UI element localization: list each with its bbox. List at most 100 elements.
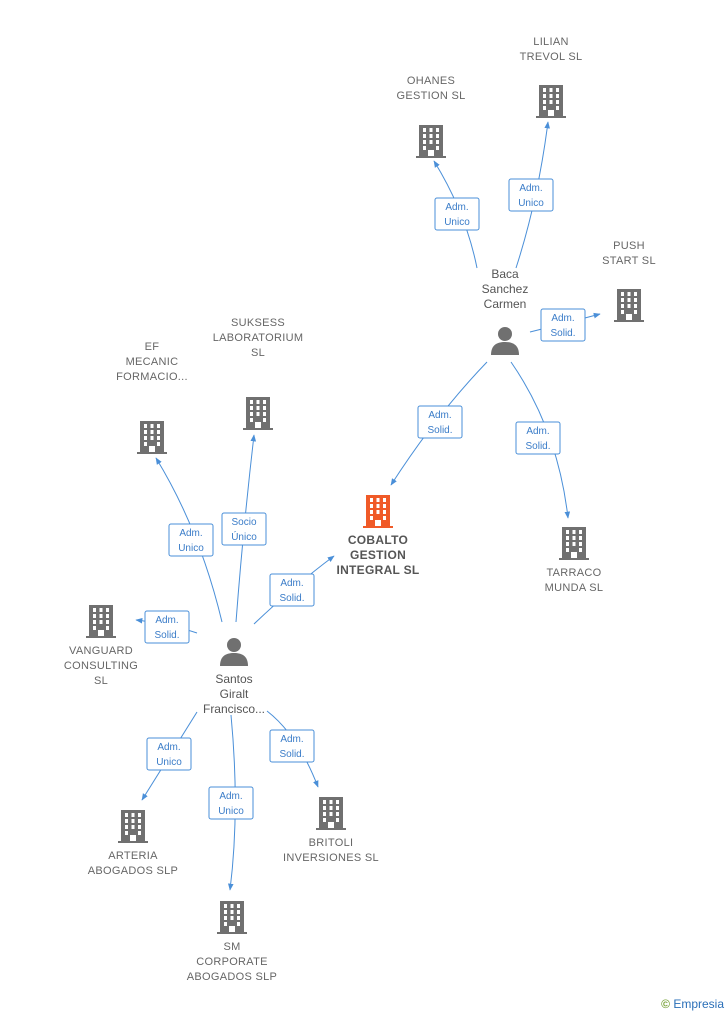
node-arteria[interactable]: ARTERIA ABOGADOS SLP	[88, 810, 178, 877]
edge-label-text: Socio	[231, 517, 256, 528]
node-label: TARRACO	[546, 567, 601, 579]
edge-label-text: Adm.	[157, 742, 180, 753]
node-sm[interactable]: SM CORPORATE ABOGADOS SLP	[187, 901, 277, 983]
edge-label-text: Unico	[518, 198, 544, 209]
edge-label-text: Adm.	[526, 426, 549, 437]
edge-santos-arteria: Adm. Unico	[141, 711, 198, 801]
building-icon	[416, 125, 446, 158]
node-label: GESTION SL	[396, 90, 465, 102]
copyright-icon: ©	[661, 997, 670, 1011]
edge-label-text: Solid.	[279, 749, 304, 760]
edge-label-text: Adm.	[445, 202, 468, 213]
edge-label-box[interactable]	[269, 573, 315, 607]
building-icon	[137, 421, 167, 454]
node-ohanes[interactable]: OHANES GESTION SL	[396, 75, 465, 158]
edge-label-box[interactable]	[417, 405, 463, 439]
node-label: ABOGADOS SLP	[187, 971, 277, 983]
building-icon	[614, 289, 644, 322]
node-label: Carmen	[484, 297, 527, 311]
node-label: INVERSIONES SL	[283, 852, 379, 864]
node-push[interactable]: PUSH START SL	[602, 240, 656, 322]
node-label: START SL	[602, 255, 656, 267]
building-icon	[536, 85, 566, 118]
building-icon	[559, 527, 589, 560]
node-label: SUKSESS	[231, 317, 285, 329]
node-label: LABORATORIUM	[213, 332, 304, 344]
node-label: TREVOL SL	[520, 51, 583, 63]
node-lilian[interactable]: LILIAN TREVOL SL	[520, 36, 583, 118]
edge-label-box[interactable]	[144, 610, 190, 644]
node-label: CORPORATE	[196, 956, 268, 968]
edge-baca-ohanes: Adm.Unico	[433, 160, 480, 269]
edge-label-text: Adm.	[280, 734, 303, 745]
edge-baca-cobalto: Adm.Solid.	[390, 361, 488, 486]
node-ef[interactable]: EFMECANICFORMACIO...	[116, 341, 188, 454]
edge-santos-cobalto: Adm.Solid.	[253, 555, 335, 625]
edge-label-text: Adm.	[519, 183, 542, 194]
edge-label-text: Solid.	[550, 328, 575, 339]
node-label: MECANIC	[126, 356, 179, 368]
edge-label-text: Adm.	[179, 528, 202, 539]
node-label: PUSH	[613, 240, 645, 252]
node-label: SL	[94, 675, 108, 687]
edge-label-text: Único	[231, 530, 257, 543]
building-icon	[86, 605, 116, 638]
edge-label-text: Adm.	[155, 615, 178, 626]
node-label: MUNDA SL	[545, 582, 604, 594]
node-label: Giralt	[220, 687, 249, 701]
node-label: SL	[251, 347, 265, 359]
building-icon	[217, 901, 247, 934]
edges-layer: Adm.UnicoAdm.UnicoAdm.Solid.Adm.Solid.Ad…	[135, 121, 601, 891]
node-label: SM	[223, 941, 240, 953]
edge-label-box[interactable]	[508, 178, 554, 212]
brand-name: Empresia	[673, 997, 724, 1011]
edge-santos-sm: Adm.Unico	[208, 714, 254, 891]
edge-baca-lilian: Adm. Unico	[508, 121, 554, 269]
edge-label-text: Solid.	[525, 441, 550, 452]
edge-label-text: Solid.	[427, 425, 452, 436]
brand-watermark: © Empresia	[661, 997, 724, 1011]
edge-label-box[interactable]	[269, 729, 315, 763]
building-icon	[118, 810, 148, 843]
node-label: Francisco...	[203, 702, 265, 716]
edge-baca-push: Adm.Solid.	[529, 308, 601, 342]
edge-label-text: Unico	[156, 757, 182, 768]
node-suksess[interactable]: SUKSESS LABORATORIUM SL	[213, 317, 304, 430]
edge-label-box[interactable]	[221, 512, 267, 546]
node-label: LILIAN	[533, 36, 568, 48]
node-label: GESTION	[350, 548, 406, 562]
node-tarraco[interactable]: TARRACO MUNDA SL	[545, 527, 604, 594]
edge-label-box[interactable]	[540, 308, 586, 342]
person-icon	[491, 327, 519, 355]
edge-label-box[interactable]	[434, 197, 480, 231]
edge-label-box[interactable]	[208, 786, 254, 820]
node-label: Santos	[215, 672, 252, 686]
node-label: OHANES	[407, 75, 455, 87]
edge-label-text: Solid.	[154, 630, 179, 641]
edge-label-box[interactable]	[515, 421, 561, 455]
edge-santos-britoli: Adm. Solid.	[266, 710, 319, 788]
node-label: COBALTO	[348, 533, 408, 547]
node-label: Baca	[491, 267, 519, 281]
node-label: INTEGRAL SL	[336, 563, 419, 577]
node-label: ARTERIA	[108, 850, 158, 862]
edge-baca-tarraco: Adm. Solid.	[510, 361, 571, 519]
node-label: EF	[145, 341, 160, 353]
node-label: BRITOLI	[309, 837, 354, 849]
edge-label-box[interactable]	[146, 737, 192, 771]
node-label: CONSULTING	[64, 660, 138, 672]
building-icon	[363, 495, 393, 528]
node-britoli[interactable]: BRITOLI INVERSIONES SL	[283, 797, 379, 864]
edge-label-box[interactable]	[168, 523, 214, 557]
person-icon	[220, 638, 248, 666]
edge-label-text: Unico	[178, 543, 204, 554]
node-label: ABOGADOS SLP	[88, 865, 178, 877]
node-santos[interactable]: SantosGiraltFrancisco...	[203, 638, 265, 716]
node-label: Sanchez	[482, 282, 529, 296]
